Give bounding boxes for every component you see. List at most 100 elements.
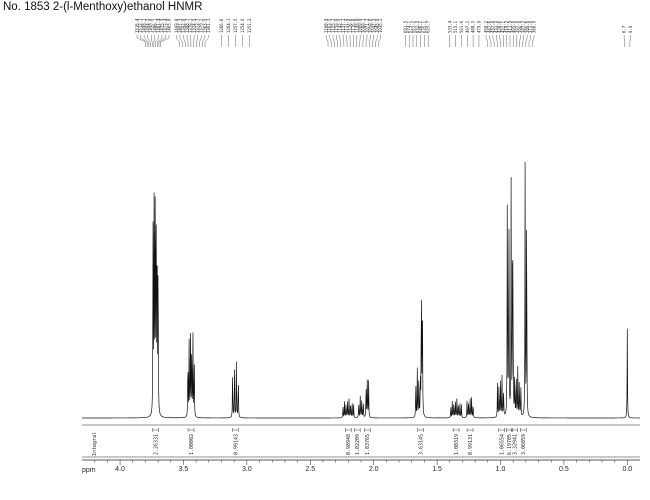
x-tick-label: 3.0 <box>242 466 252 473</box>
peak-connector <box>336 37 338 43</box>
peak-label: 497.2 <box>465 20 470 33</box>
integral-axis-label: Integral <box>92 432 98 456</box>
peak-label: 1116.8 <box>351 18 356 33</box>
peak-connector <box>204 37 209 43</box>
integral-value: 2.26331 <box>153 434 159 455</box>
peak-connector <box>516 37 518 43</box>
peak-label: 1264.1 <box>226 18 231 33</box>
peak-connector <box>157 37 163 43</box>
x-tick-label: 0.0 <box>622 466 632 473</box>
peak-label: 1475.9 <box>159 18 164 33</box>
peak-connector <box>140 37 148 43</box>
peak-label: 1481.4 <box>156 18 161 33</box>
integral-bracket <box>520 428 527 432</box>
peak-connector <box>339 37 341 43</box>
peak-label: 1163.5 <box>327 18 332 33</box>
peak-label: 635.1 <box>422 20 427 33</box>
integral-value: 1.00002 <box>189 434 195 455</box>
peak-label: 380.6 <box>525 20 530 33</box>
peak-connector <box>375 37 378 43</box>
peak-label: 387.2 <box>521 20 526 33</box>
peak-label: 488.3 <box>471 20 476 33</box>
peak-connector <box>176 37 180 43</box>
peak-connector <box>186 37 189 43</box>
integral-value: 6.19705 <box>507 434 513 455</box>
x-tick-label: 2.5 <box>305 466 315 473</box>
peak-label: 691.5 <box>403 20 408 33</box>
peak-label: 1378.1 <box>188 18 193 33</box>
peak-label: 1137.1 <box>341 18 346 33</box>
peak-label: 419.2 <box>504 20 509 33</box>
peak-connector <box>183 37 186 43</box>
peak-connector <box>623 37 625 43</box>
peak-connector <box>525 37 528 43</box>
peak-connector <box>343 37 345 43</box>
peak-label: 1494.5 <box>145 18 150 33</box>
integral-value: 0.99143 <box>233 434 239 455</box>
integral-bracket <box>466 428 474 432</box>
peak-label: 1089.9 <box>358 18 363 33</box>
peak-label: 390.9 <box>518 20 523 33</box>
integral-value: 0.98948 <box>346 434 352 455</box>
peak-label: 372.0 <box>528 20 533 33</box>
peak-connector <box>144 37 149 43</box>
page-title: No. 1853 2-(l-Menthoxy)ethanol HNMR <box>3 1 203 13</box>
peak-connector <box>147 37 151 43</box>
peak-label: 1168.9 <box>324 18 329 33</box>
peak-connector <box>329 37 332 43</box>
integral-value: 1.06554 <box>500 434 506 455</box>
peak-label: 1108.8 <box>354 18 359 33</box>
peak-label: 0.0 <box>628 25 633 33</box>
integral-value: 3.06059 <box>521 434 527 455</box>
peak-label-group: 1409.81407.31392.01388.71378.11374.51372… <box>174 18 211 47</box>
peak-label: 1142.5 <box>337 18 342 33</box>
peak-connector <box>365 37 368 43</box>
peak-connector <box>179 37 183 43</box>
peak-label: 1126.6 <box>347 18 352 33</box>
peak-label: 533.4 <box>447 20 452 33</box>
integral-value: 1.02209 <box>355 434 361 455</box>
peak-label: 1374.5 <box>192 18 197 33</box>
integral-bracket <box>498 428 505 432</box>
peak-label: 411.9 <box>508 20 513 33</box>
peak-label: 625.7 <box>426 20 431 33</box>
peak-label: 1498.1 <box>142 18 147 33</box>
peak-label: 479.9 <box>476 20 481 33</box>
peak-connector <box>492 37 495 43</box>
peak-label: 501.6 <box>459 20 464 33</box>
peak-connector <box>528 37 531 43</box>
peak-label-group: 1168.91163.51155.21150.01142.51137.11131… <box>324 18 383 47</box>
peak-connector <box>326 37 329 43</box>
integral-bracket <box>187 428 195 432</box>
peak-connector <box>332 37 335 43</box>
peak-label: 1363.5 <box>202 18 207 33</box>
peak-connector <box>199 37 202 43</box>
peak-connector <box>369 37 371 43</box>
peak-connector <box>202 37 205 43</box>
integral-bracket <box>417 428 424 432</box>
peak-label: 1080.1 <box>361 18 366 33</box>
peak-connector <box>372 37 374 43</box>
peak-label: 1372.7 <box>195 18 200 33</box>
peak-label: 366.9 <box>532 20 537 33</box>
x-tick-label: 0.5 <box>559 466 569 473</box>
peak-connector <box>362 37 364 43</box>
peak-label: 1512.1 <box>138 18 143 33</box>
peak-label: 422.1 <box>501 20 506 33</box>
integral-bracket <box>152 428 159 432</box>
peak-label: 1257.5 <box>233 18 238 33</box>
peak-label: 663.2 <box>411 20 416 33</box>
peak-label: 1266.6 <box>219 18 224 33</box>
peak-connector <box>629 37 631 43</box>
integral-value: 3.63145 <box>418 434 424 455</box>
integral-bracket <box>353 428 361 432</box>
peak-label: 646.1 <box>418 20 423 33</box>
peak-label: 397.0 <box>514 20 519 33</box>
peak-connector <box>196 37 198 43</box>
peak-label: 1473.4 <box>163 18 168 33</box>
integral-value: 3.32941 <box>512 434 518 455</box>
